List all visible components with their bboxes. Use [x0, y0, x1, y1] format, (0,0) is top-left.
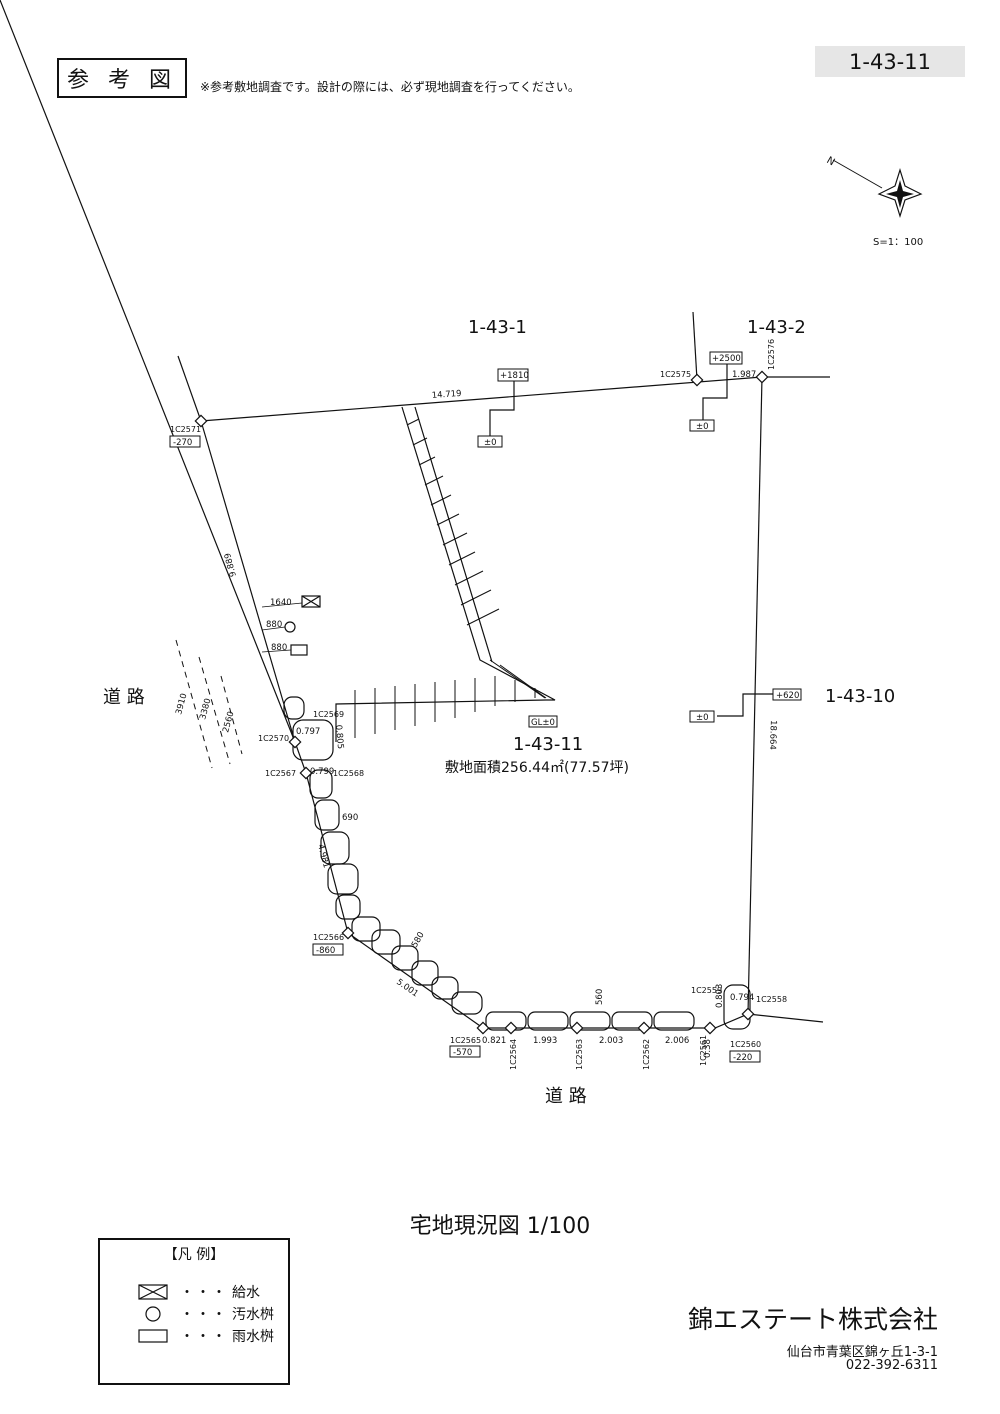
- dim-left: 9.889: [223, 552, 239, 578]
- dim-0805: 0.805: [333, 724, 345, 749]
- rainwater-basin-icon: [138, 1329, 168, 1343]
- scale-label: S=1：100: [873, 237, 923, 248]
- level-2500-base: ±0: [696, 422, 709, 432]
- dim-top: 14.719: [432, 389, 462, 401]
- lot-label: 1-43-11: [513, 734, 583, 755]
- road-label-left: 道 路: [103, 687, 145, 708]
- lot-id-badge: 1-43-11: [815, 46, 965, 77]
- legend-label-rainwater-basin: 雨水桝: [232, 1329, 274, 1345]
- reference-figure-label: 参 考 図: [57, 58, 187, 98]
- legend-label-water-supply: 給水: [232, 1285, 260, 1301]
- dim-580: 580: [410, 930, 427, 949]
- legend-label-sewage-basin: 汚水桝: [232, 1307, 274, 1323]
- dim-1640: 1640: [270, 598, 292, 608]
- point-1c2560: 1C2560: [730, 1040, 761, 1049]
- legend-item-rainwater-basin: ・・・ 雨水桝: [138, 1326, 274, 1346]
- legend-item-sewage-basin: ・・・ 汚水桝: [138, 1304, 274, 1324]
- neighbor-lot-1-43-2: 1-43-2: [747, 317, 806, 338]
- sewage-basin-icon: [145, 1306, 161, 1322]
- legend: 【凡 例】 ・・・ 給水 ・・・ 汚水桝 ・・・ 雨水桝: [98, 1238, 290, 1385]
- company-name: 錦エステート株式会社: [687, 1305, 938, 1334]
- level-1810: +1810: [500, 371, 529, 381]
- point-1c2571: 1C2571: [170, 425, 201, 434]
- dim-560: 560: [595, 989, 605, 1005]
- level-1c2571: -270: [173, 438, 192, 448]
- dim-3910: 3910: [174, 692, 189, 715]
- dim-1993: 1.993: [533, 1036, 557, 1046]
- level-1c2565: -570: [453, 1048, 472, 1058]
- survey-note: ※参考敷地調査です。設計の際には、必ず現地調査を行ってください。: [200, 80, 580, 94]
- legend-title: 【凡 例】: [163, 1247, 225, 1263]
- sewage-basin-marker-icon: [284, 621, 296, 633]
- point-1c2569: 1C2569: [313, 710, 344, 719]
- company-tel: 022-392-6311: [845, 1358, 938, 1373]
- neighbor-lot-1-43-10: 1-43-10: [825, 686, 895, 707]
- company-address: 仙台市青葉区錦ヶ丘1-3-1: [786, 1345, 938, 1360]
- dim-3380: 3380: [198, 697, 213, 720]
- dim-0803: 0.803: [715, 984, 725, 1008]
- point-1c2564: 1C2564: [509, 1039, 518, 1070]
- level-1c2560: -220: [733, 1053, 752, 1063]
- point-1c2565: 1C2565: [450, 1036, 481, 1045]
- neighbor-lot-1-43-1: 1-43-1: [468, 317, 527, 338]
- point-1c2568: 1C2568: [333, 769, 364, 778]
- dim-2006: 2.006: [665, 1036, 689, 1046]
- point-1c2576: 1C2576: [767, 339, 776, 370]
- point-1c2559: 1C2559: [691, 986, 722, 995]
- dim-top-right: 1.987: [732, 370, 756, 380]
- dim-0799: 0.799: [310, 767, 334, 777]
- point-1c2566: 1C2566: [313, 933, 344, 942]
- north-compass-icon: [832, 159, 923, 219]
- dim-038: 0.38: [703, 1039, 713, 1058]
- dim-0821: 0.821: [482, 1036, 506, 1046]
- level-1810-base: ±0: [484, 438, 497, 448]
- point-1c2562: 1C2562: [642, 1039, 651, 1070]
- level-620-base: ±0: [696, 713, 709, 723]
- drawing-title: 宅地現況図 1/100: [409, 1214, 591, 1239]
- point-1c2575: 1C2575: [660, 370, 691, 379]
- dim-right: 18.664: [767, 720, 778, 750]
- dim-690: 690: [342, 813, 358, 823]
- level-2500: +2500: [712, 354, 741, 364]
- legend-item-water-supply: ・・・ 給水: [138, 1282, 260, 1302]
- ground-level: GL±0: [531, 718, 555, 728]
- point-1c2567: 1C2567: [265, 769, 296, 778]
- level-620: +620: [776, 691, 799, 701]
- dim-0797: 0.797: [296, 727, 320, 737]
- water-supply-marker-icon: [301, 595, 321, 608]
- point-1c2570: 1C2570: [258, 734, 289, 743]
- dim-0794: 0.794: [730, 993, 754, 1003]
- dim-880a: 880: [266, 620, 282, 630]
- water-supply-icon: [138, 1284, 168, 1300]
- north-label: N: [825, 155, 837, 168]
- level-1c2566: -860: [316, 946, 335, 956]
- point-1c2561: 1C2561: [699, 1035, 708, 1066]
- dim-4981: 4.981: [315, 843, 331, 869]
- road-label-bottom: 道 路: [545, 1086, 587, 1107]
- dim-2003: 2.003: [599, 1036, 623, 1046]
- point-1c2563: 1C2563: [575, 1039, 584, 1070]
- rainwater-basin-marker-icon: [290, 644, 308, 656]
- dim-880b: 880: [271, 643, 287, 653]
- site-area: 敷地面積256.44㎡(77.57坪): [445, 760, 629, 776]
- point-1c2558: 1C2558: [756, 995, 787, 1004]
- dim-2560: 2560: [221, 710, 236, 733]
